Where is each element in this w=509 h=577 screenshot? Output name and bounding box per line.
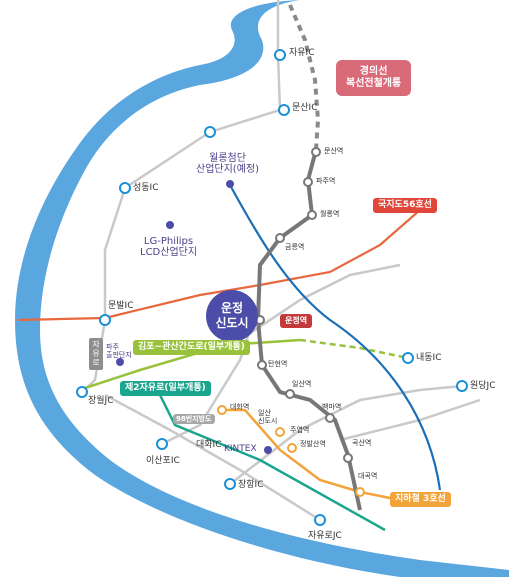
station-nodes — [255, 147, 353, 463]
poi-dots — [116, 180, 272, 454]
wollong-station-label: 월롱역 — [320, 210, 340, 218]
gyeongui-track-dashed — [288, 4, 321, 151]
jayuro-vertical-box: 자유로 — [89, 338, 103, 371]
juyeop-station-label: 주엽역 — [290, 426, 310, 434]
jayu-jc-label: 자유로JC — [308, 531, 342, 541]
janghang-ic-label: 장항IC — [238, 480, 264, 490]
gimpo-gwansan-dashed — [299, 338, 409, 360]
tanhyeon-station-label: 탄현역 — [268, 360, 288, 368]
munsan-ic-label: 문산IC — [292, 103, 318, 113]
seongdong-ic-label: 성동IC — [133, 183, 159, 193]
ilsan-newtown-label: 일산 신도시 — [258, 409, 278, 425]
route56-box: 국지도56호선 — [373, 198, 437, 213]
paju-station-label: 파주역 — [316, 177, 336, 185]
gimpo-gwansan-line — [84, 338, 301, 390]
daehwa-station-label: 대화역 — [230, 403, 250, 411]
daegok-station-label: 대곡역 — [358, 472, 378, 480]
jayuro2-box: 제2자유로(일부개통) — [120, 381, 211, 396]
gyeongui-line-box: 경의선 복선전철개통 — [336, 60, 412, 96]
jeongbalsan-station-label: 정발산역 — [300, 440, 326, 448]
janghwol-jc-label: 장월JC — [88, 396, 114, 406]
gimpo-gwansan-box: 김포~관산간도로(일부개통) — [133, 340, 250, 355]
jayu-ic-label: 자유IC — [289, 48, 315, 58]
wondang-jc-label: 원당JC — [470, 381, 496, 391]
wollong-industrial-label: 월롱첨단 산업단지(예정) — [196, 153, 260, 175]
unjeong-newtown-marker[interactable]: 운정 신도시 — [206, 290, 258, 342]
route98-box: 98번지방도 — [173, 414, 215, 425]
baengma-station-label: 백마역 — [322, 403, 342, 411]
gyeongui-track — [255, 149, 362, 511]
gogsan-station-label: 곡산역 — [352, 439, 372, 447]
isanpo-ic-label: 이산포IC — [146, 456, 180, 466]
kintex-label: KINTEX — [224, 444, 257, 454]
daehwa-ic-label: 대화IC — [196, 440, 222, 450]
blue-line — [229, 184, 442, 491]
subway3-line — [222, 408, 401, 502]
gray-roads — [81, 0, 481, 522]
geumneung-station-label: 금릉역 — [285, 243, 305, 251]
paju-publishing-label: 파주 출판단지 — [106, 343, 132, 359]
naedong-ic-label: 내동IC — [416, 353, 442, 363]
munbal-ic-label: 문발IC — [108, 301, 134, 311]
lg-philips-label: LG-Philips LCD산업단지 — [140, 236, 198, 258]
ilsan-station-label: 일산역 — [292, 380, 312, 388]
orange-nodes — [217, 405, 365, 497]
ic-nodes — [76, 49, 468, 526]
subway3-box: 지하철 3호선 — [390, 492, 451, 507]
unjeong-station-box: 운정역 — [280, 314, 313, 328]
jayuro2-line — [158, 394, 386, 532]
munsan-station-label: 문산역 — [324, 147, 344, 155]
